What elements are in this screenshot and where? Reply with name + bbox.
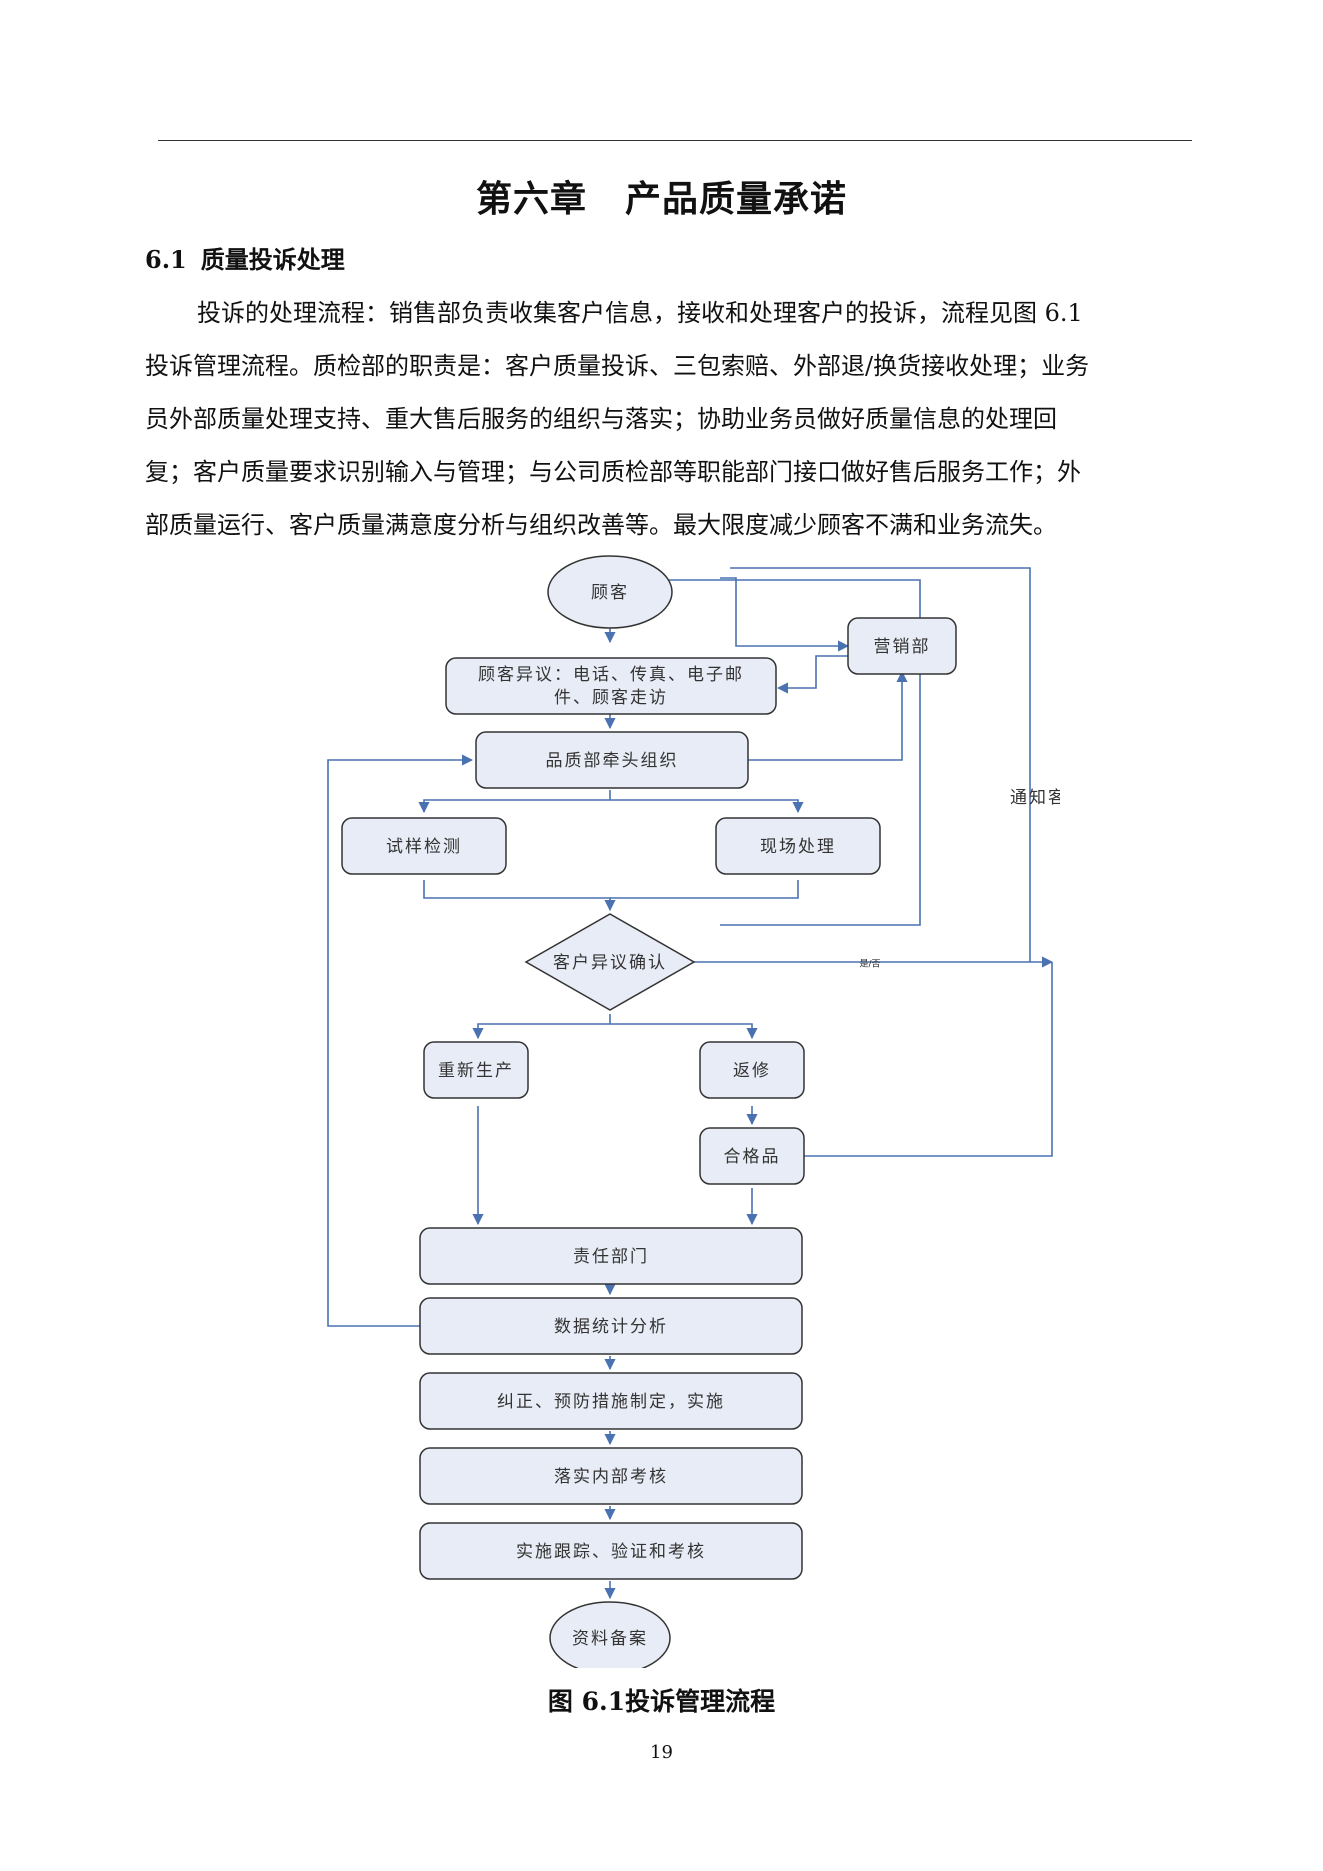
node-objection-line2: 件、顾客走访 [554,688,668,708]
node-tracking: 实施跟踪、验证和考核 [516,1542,706,1562]
node-sample-test: 试样检测 [386,837,462,857]
section-heading: 6.1 质量投诉处理 [145,240,345,275]
section-title: 质量投诉处理 [200,245,345,274]
node-customer: 顾客 [591,583,629,603]
chapter-title: 第六章产品质量承诺 [0,170,1323,222]
section-number: 6.1 [145,245,187,274]
paragraph-line: 复；客户质量要求识别输入与管理；与公司质检部等职能部门接口做好售后服务工作；外 [145,458,1081,486]
chapter-label: 第六章 [475,179,587,220]
node-repair: 返修 [733,1061,771,1081]
node-reproduce: 重新生产 [438,1061,514,1081]
body-paragraph: 投诉的处理流程：销售部负责收集客户信息，接收和处理客户的投诉，流程见图 6.1 … [145,287,1205,552]
page-number: 19 [650,1742,673,1763]
node-qualified: 合格品 [724,1147,781,1167]
figure-label: 图 6.1 [547,1687,626,1716]
node-internal-audit: 落实内部考核 [554,1467,668,1487]
node-archive: 资料备案 [572,1629,648,1649]
node-confirm: 客户异议确认 [553,953,667,973]
figure-caption: 图 6.1投诉管理流程 [0,1682,1323,1718]
paragraph-line: 投诉的处理流程：销售部负责收集客户信息，接收和处理客户的投诉，流程见图 6.1 [197,299,1083,327]
paragraph-line: 部质量运行、客户质量满意度分析与组织改善等。最大限度减少顾客不满和业务流失。 [145,511,1057,539]
node-onsite: 现场处理 [760,837,836,857]
node-marketing: 营销部 [874,637,931,657]
node-quality-lead: 品质部牵头组织 [546,751,679,771]
node-statistics: 数据统计分析 [554,1317,668,1337]
node-responsible: 责任部门 [573,1247,649,1267]
header-rule [158,140,1192,141]
label-notify: 通知客户 [1010,788,1060,808]
figure-title: 投诉管理流程 [625,1687,776,1716]
node-objection-line1: 顾客异议：电话、传真、电子邮 [478,665,744,685]
paragraph-line: 投诉管理流程。质检部的职责是：客户质量投诉、三包索赔、外部退/换货接收处理；业务 [145,352,1090,380]
chapter-name: 产品质量承诺 [625,179,848,220]
paragraph-line: 员外部质量处理支持、重大售后服务的组织与落实；协助业务员做好质量信息的处理回 [145,405,1057,433]
node-corrective: 纠正、预防措施制定，实施 [497,1392,725,1412]
label-yes-no: 是/否 [859,959,880,970]
complaint-flowchart: 顾客 营销部 顾客异议：电话、传真、电子邮 件、顾客走访 品质部牵头组织 试样检… [327,555,1060,1668]
